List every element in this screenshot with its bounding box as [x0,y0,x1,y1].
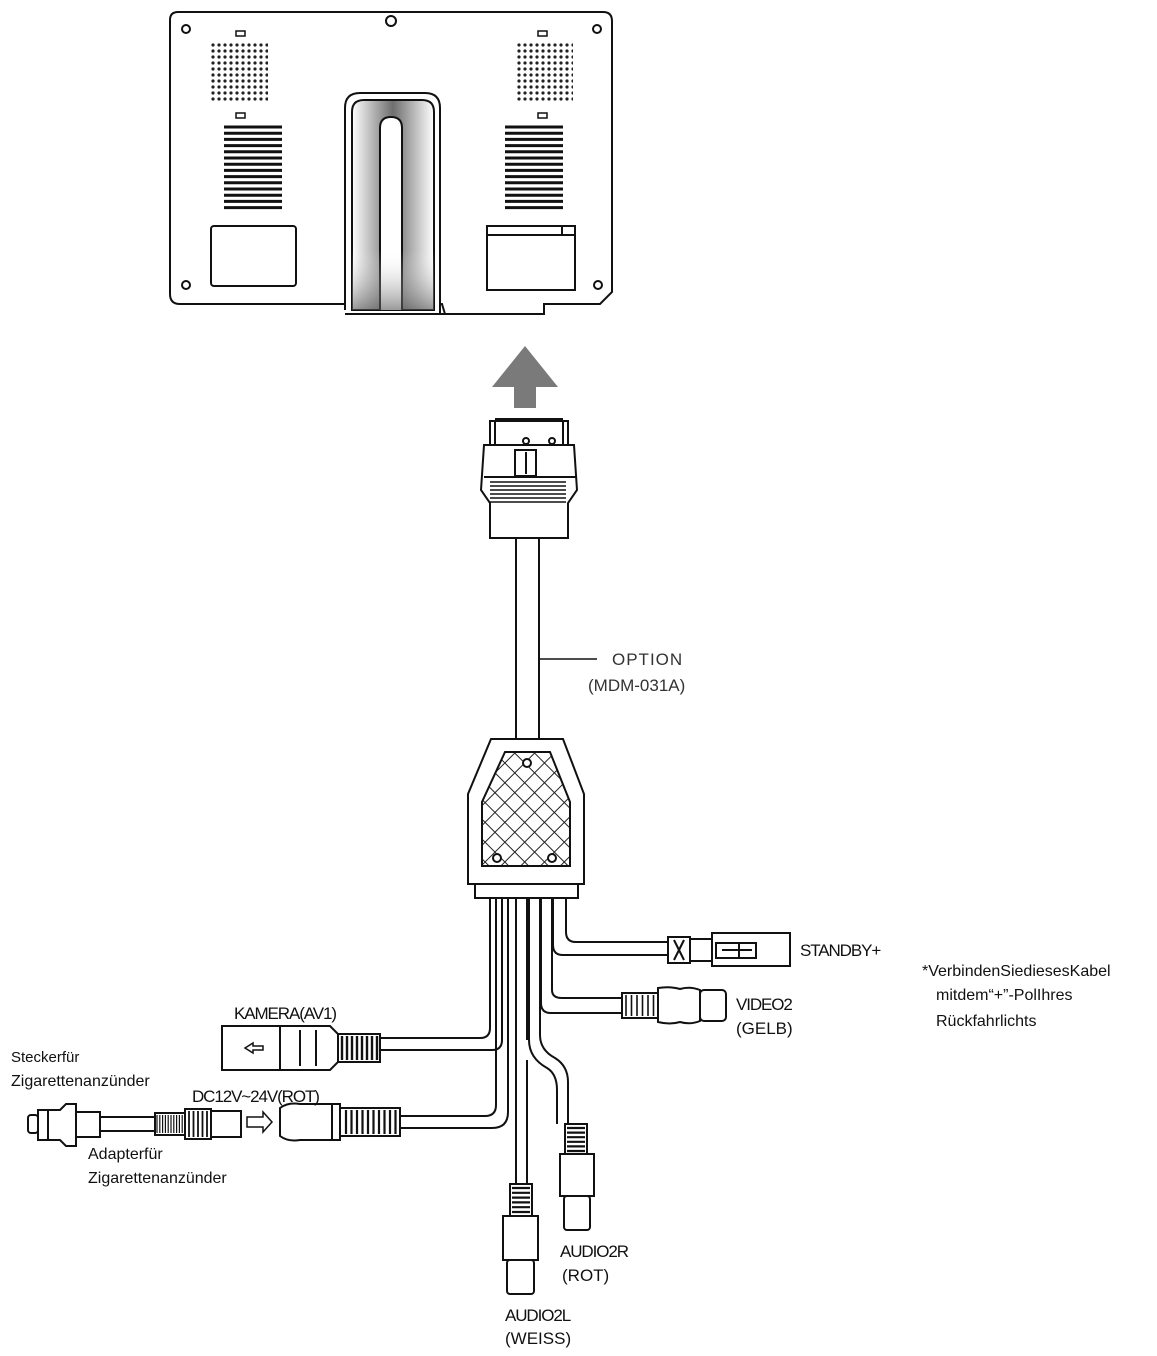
audio2l-label: AUDIO2L [505,1306,571,1325]
option-label: OPTION [612,650,684,669]
note-line-2: mitdem“+”-PolIhres [936,987,1073,1004]
adapter-label-1: Adapterfür [88,1146,163,1163]
stecker-label-2: Zigarettenanzünder [11,1073,150,1090]
audio2r-label: AUDIO2R [560,1242,629,1261]
standby-label: STANDBY+ [800,941,881,960]
standby-plug [667,932,791,967]
cigarette-plug-ribs [156,1111,208,1137]
note-line-3: Rückfahrlichts [936,1013,1037,1030]
kamera-connector [221,1025,381,1071]
monitor-stand [344,92,445,315]
audio2l-rca-jack [502,1183,539,1295]
dc-power-cable [246,1102,401,1142]
dc-power-ribs [344,1110,397,1134]
video2-color-label: (GELB) [736,1019,793,1038]
option-model-label: (MDM-031A) [588,676,686,695]
audio2r-color-label: (ROT) [562,1266,610,1285]
kamera-ribs [340,1036,379,1060]
audio2r-rca-jack [559,1123,595,1231]
option-plug [479,418,579,539]
branch-cables [380,898,668,1184]
audio2l-color-label: (WEISS) [505,1329,572,1348]
video2-rca-jack [621,986,727,1025]
dc-power-label: DC12V~24V(ROT) [192,1087,320,1106]
right-vent-slots [505,125,563,210]
main-cable [515,538,597,741]
note-line-1: *VerbindenSiediesesKabel [922,963,1111,980]
kamera-label: KAMERA(AV1) [234,1004,337,1023]
adapter-label-2: Zigarettenanzünder [88,1170,227,1187]
stecker-label-1: Steckerfür [11,1049,80,1066]
cigarette-plug-adapter [27,1103,242,1147]
audio2r-ribs [567,1126,585,1153]
left-vent-slots [224,125,282,210]
cable-hub [467,738,585,899]
option-plug-ribs [490,481,566,503]
video2-ribs [625,995,655,1016]
video2-label: VIDEO2 [736,995,793,1014]
audio2l-ribs [512,1186,530,1214]
connect-arrow [492,346,558,408]
monitor-panels [210,225,576,291]
